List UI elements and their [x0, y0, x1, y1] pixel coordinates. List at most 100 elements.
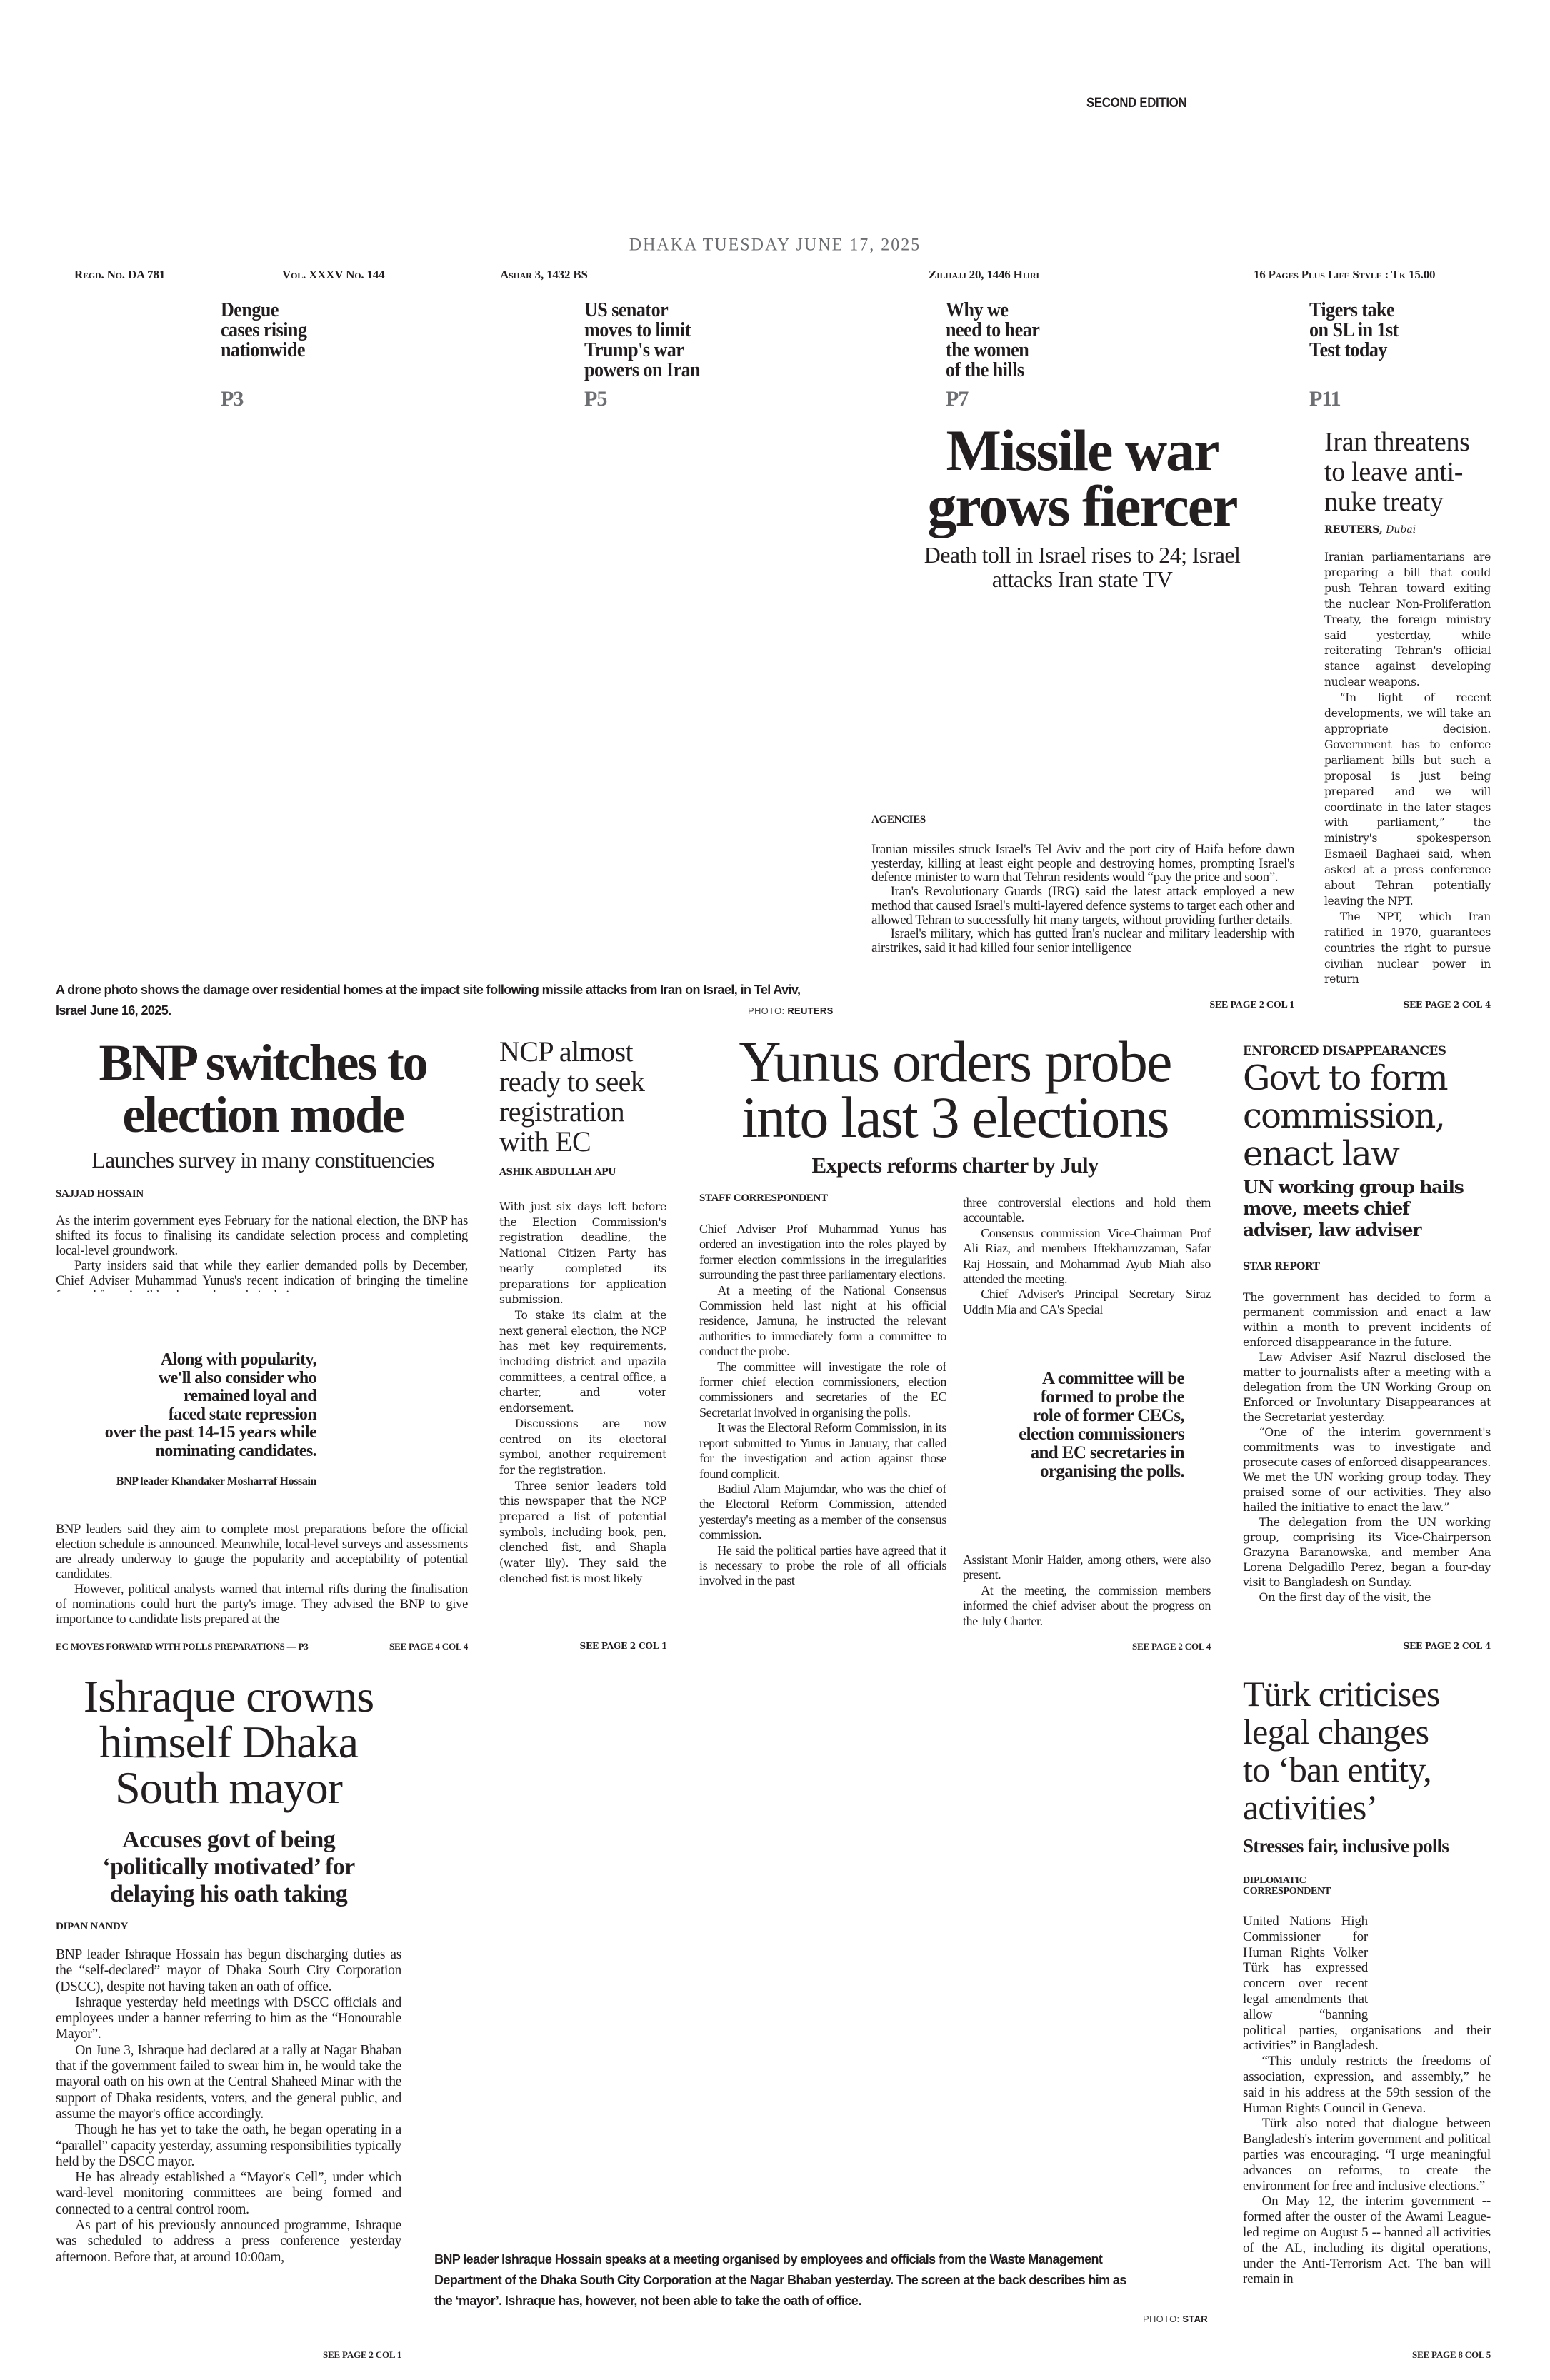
paragraph: Law Adviser Asif Nazrul disclosed the ma… [1243, 1350, 1491, 1424]
bnp-body-top: As the interim government eyes February … [56, 1214, 468, 1292]
ishraque-jump[interactable]: SEE PAGE 2 COL 1 [323, 2349, 401, 2360]
byline-agency: REUTERS, [1324, 524, 1383, 536]
turk-byline: DIPLOMATIC CORRESPONDENT [1243, 1875, 1331, 1897]
teaser-women-hills[interactable]: Why we need to hear the women of the hil… [946, 298, 1131, 411]
paragraph: However, political analysts warned that … [56, 1582, 468, 1627]
disappearances-kicker: ENFORCED DISAPPEARANCES [1243, 1044, 1446, 1058]
paragraph: Consensus commission Vice-Chairman Prof … [963, 1225, 1211, 1287]
ishraque-photo-caption: BNP leader Ishraque Hossain speaks at a … [434, 2252, 1126, 2308]
hijri-date: Zilhajj 20, 1446 Hijri [929, 268, 1039, 281]
paragraph: Ishraque yesterday held meetings with DS… [56, 1994, 401, 2042]
paragraph: three controversial elections and hold t… [963, 1195, 1211, 1225]
paragraph: Though he has yet to take the oath, he b… [56, 2122, 401, 2169]
lead-body: Iranian missiles struck Israel's Tel Avi… [871, 843, 1294, 995]
ishraque-byline: DIPAN NANDY [56, 1921, 128, 1932]
credit-source: REUTERS [787, 1005, 834, 1016]
dateline: DHAKA TUESDAY JUNE 17, 2025 [629, 235, 921, 255]
paragraph: Discussions are now centred on its elect… [499, 1417, 666, 1477]
ncp-headline[interactable]: NCP almost ready to seek registration wi… [499, 1035, 645, 1158]
ishraque-photo-credit: PHOTO: STAR [1143, 2314, 1208, 2324]
yunus-body-col2-bottom: Assistant Monir Haider, among others, we… [963, 1552, 1211, 1631]
lead-subhead: Death toll in Israel rises to 24; Israel… [924, 542, 1241, 592]
lead-jump[interactable]: SEE PAGE 2 COL 1 [1209, 1000, 1294, 1010]
paragraph: He has already established a “Mayor's Ce… [56, 2170, 401, 2217]
bnp-pull-quote: Along with popularity, we'll also consid… [104, 1350, 317, 1460]
iran-headline[interactable]: Iran threatens to leave anti- nuke treat… [1324, 427, 1470, 517]
teaser-page: P7 [946, 387, 969, 411]
bnp-jump[interactable]: SEE PAGE 4 COL 4 [389, 1641, 468, 1652]
teaser-dengue[interactable]: Dengue cases rising nationwide P3 [221, 298, 406, 411]
teaser-tigers[interactable]: Tigers take on SL in 1st Test today P11 [1309, 300, 1495, 411]
paragraph: He said the political parties have agree… [699, 1542, 946, 1588]
paragraph: “Consensus has been reached on several i… [963, 1629, 1211, 1631]
disappearances-jump[interactable]: SEE PAGE 2 COL 4 [1403, 1641, 1491, 1651]
bnp-subhead: Launches survey in many constituencies [91, 1147, 434, 1173]
lead-photo-credit: PHOTO: REUTERS [748, 1005, 834, 1016]
disappearances-headline[interactable]: Govt to form commission, enact law [1243, 1058, 1449, 1174]
teaser-page: P11 [1309, 387, 1341, 411]
paragraph: It was the Electoral Reform Commission, … [699, 1420, 946, 1481]
ishraque-subhead: Accuses govt of being ‘politically motiv… [102, 1827, 355, 1907]
paragraph: “One of the interim government's commitm… [1243, 1425, 1491, 1514]
paragraph: Iranian missiles struck Israel's Tel Avi… [871, 843, 1294, 885]
paragraph: On June 3, Ishraque had declared at a ra… [56, 2042, 401, 2122]
iran-byline: REUTERS, Dubai [1324, 524, 1416, 536]
yunus-jump[interactable]: SEE PAGE 2 COL 4 [1132, 1641, 1211, 1652]
teaser-headline: Why we need to hear the women of the hil… [946, 298, 1040, 381]
ncp-jump[interactable]: SEE PAGE 2 COL 1 [579, 1641, 668, 1651]
paragraph: “This unduly restricts the freedoms of a… [1243, 2054, 1491, 2116]
yunus-byline: STAFF CORRESPONDENT [699, 1192, 828, 1204]
ncp-byline: ASHIK ABDULLAH APU [499, 1167, 616, 1178]
paragraph: The committee will investigate the role … [699, 1359, 946, 1420]
turk-subhead: Stresses fair, inclusive polls [1243, 1835, 1449, 1857]
paragraph: As part of his previously announced prog… [56, 2218, 401, 2265]
paragraph: United Nations High Commissioner for Hum… [1243, 1914, 1491, 2054]
yunus-pull-quote: A committee will be formed to probe the … [1019, 1369, 1184, 1481]
ishraque-body: BNP leader Ishraque Hossain has begun di… [56, 1947, 401, 2300]
bnp-headline[interactable]: BNP switches to election mode [99, 1034, 429, 1143]
yunus-headline[interactable]: Yunus orders probe into last 3 elections [739, 1029, 1172, 1150]
paragraph: To stake its claim at the next general e… [499, 1308, 666, 1415]
yunus-subhead: Expects reforms charter by July [811, 1153, 1099, 1178]
paragraph: Badiul Alam Majumdar, who was the chief … [699, 1481, 946, 1542]
credit-label: PHOTO: [748, 1005, 785, 1016]
turk-jump[interactable]: SEE PAGE 8 COL 5 [1412, 2349, 1491, 2360]
paragraph: At a meeting of the National Consensus C… [699, 1282, 946, 1359]
bangla-date: Ashar 3, 1432 BS [500, 268, 588, 281]
edition-label: SECOND EDITION [1086, 96, 1187, 111]
paragraph: BNP leaders said they aim to complete mo… [56, 1522, 468, 1582]
bnp-related-link[interactable]: EC MOVES FORWARD WITH POLLS PREPARATIONS… [56, 1641, 309, 1652]
registration-number: Regd. No. DA 781 [74, 268, 166, 281]
teaser-headline: US senator moves to limit Trump's war po… [584, 298, 701, 381]
disappearances-byline: STAR REPORT [1243, 1261, 1320, 1272]
paragraph: Iranian parliamentarians are preparing a… [1324, 551, 1491, 689]
ncp-body: With just six days left before the Elect… [499, 1200, 666, 1635]
yunus-body-col2-top: three controversial elections and hold t… [963, 1195, 1211, 1335]
bnp-byline: SAJJAD HOSSAIN [56, 1188, 144, 1200]
turk-body-text: United Nations High Commissioner for Hum… [1243, 1914, 1491, 2287]
turk-body: United Nations High Commissioner for Hum… [1243, 1914, 1491, 2318]
lead-headline[interactable]: Missile war grows fiercer [927, 418, 1238, 538]
credit-label: PHOTO: [1143, 2314, 1180, 2324]
byline-dateline: Dubai [1386, 524, 1416, 536]
paragraph: The delegation from the UN working group… [1243, 1515, 1491, 1589]
teaser-page: P5 [584, 387, 607, 411]
paragraph: Assistant Monir Haider, among others, we… [963, 1552, 1211, 1582]
teaser-headline: Dengue cases rising nationwide [221, 298, 307, 361]
pages-price: 16 Pages Plus Life Style : Tk 15.00 [1254, 268, 1436, 281]
iran-jump[interactable]: SEE PAGE 2 COL 4 [1403, 1000, 1491, 1010]
ishraque-headline[interactable]: Ishraque crowns himself Dhaka South mayo… [83, 1671, 374, 1813]
teaser-page: P3 [221, 387, 244, 411]
paragraph: Party insiders said that while they earl… [56, 1259, 468, 1292]
turk-headline[interactable]: Türk criticises legal changes to ‘ban en… [1243, 1674, 1440, 1827]
paragraph: The NPT, which Iran ratified in 1970, gu… [1324, 910, 1491, 986]
paragraph: “In light of recent developments, we wil… [1324, 691, 1491, 908]
disappearances-body: The government has decided to form a per… [1243, 1290, 1491, 1635]
iran-body: Iranian parliamentarians are preparing a… [1324, 550, 1491, 997]
lead-photo-caption: A drone photo shows the damage over resi… [56, 983, 801, 1018]
paragraph: Israel's military, which has gutted Iran… [871, 926, 1294, 955]
teaser-us-senator[interactable]: US senator moves to limit Trump's war po… [584, 298, 770, 411]
paragraph: Chief Adviser's Principal Secretary Sira… [963, 1287, 1211, 1317]
paragraph: On the first day of the visit, the [1259, 1590, 1431, 1604]
paragraph: The government has decided to form a per… [1243, 1290, 1491, 1349]
